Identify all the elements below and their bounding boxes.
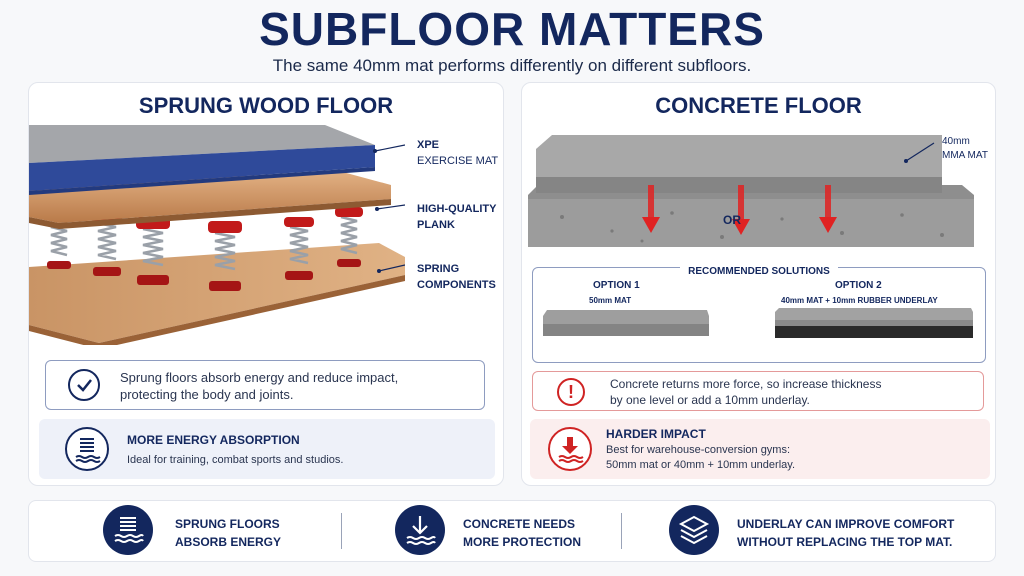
summary-divider	[341, 513, 342, 549]
layers-icon	[669, 505, 719, 555]
energy-absorption-text: Ideal for training, combat sports and st…	[127, 454, 344, 466]
harder-impact-title: HARDER IMPACT	[606, 427, 706, 441]
base-plank	[29, 243, 405, 343]
exclamation-icon: !	[557, 378, 585, 406]
option-mats	[543, 308, 973, 338]
label-plank: HIGH-QUALITY PLANK	[417, 203, 497, 231]
impact-icon	[548, 427, 592, 471]
label-spring: SPRING COMPONENTS	[417, 263, 496, 291]
label-xpe-mat: XPE EXERCISE MAT	[417, 139, 499, 167]
concrete-floor-panel: CONCRETE FLOOR 40mm MMA MAT RECOMMENDED …	[521, 82, 996, 486]
option1-sub: 50mm MAT	[589, 296, 632, 305]
concrete-illustration	[528, 135, 974, 247]
spring-icon	[103, 505, 153, 555]
harder-impact-line2: 50mm mat or 40mm + 10mm underlay.	[606, 459, 795, 471]
sprung-floor-illustration	[29, 125, 405, 345]
summary-concrete: CONCRETE NEEDS MORE PROTECTION	[463, 517, 582, 549]
sprung-wood-floor-title: SPRUNG WOOD FLOOR	[138, 93, 394, 118]
summary-bar: SPRUNG FLOORS ABSORB ENERGY CONCRETE NEE…	[28, 500, 996, 562]
down-arrow-icon	[395, 505, 445, 555]
concrete-info-line1: Concrete returns more force, so increase…	[610, 377, 882, 391]
xpe-exercise-mat	[29, 125, 375, 163]
or-label: OR	[723, 213, 741, 227]
sprung-wood-floor-panel: SPRUNG WOOD FLOOR	[28, 82, 504, 486]
sprung-info-line2: protecting the body and joints.	[120, 387, 294, 402]
option2-sub: 40mm MAT + 10mm RUBBER UNDERLAY	[781, 296, 938, 305]
checkmark-icon	[68, 369, 100, 401]
recommended-solutions-box: RECOMMENDED SOLUTIONS OPTION 1 50mm MAT …	[532, 266, 986, 363]
sprung-info-line1: Sprung floors absorb energy and reduce i…	[120, 370, 399, 385]
force-arrows	[642, 185, 837, 235]
label-mma-mat: 40mm MMA MAT	[942, 136, 988, 161]
recommended-solutions-title: RECOMMENDED SOLUTIONS	[680, 266, 838, 277]
energy-absorption-title: MORE ENERGY ABSORPTION	[127, 433, 300, 447]
summary-divider	[621, 513, 622, 549]
harder-impact-line1: Best for warehouse-conversion gyms:	[606, 444, 791, 456]
option2-title: OPTION 2	[835, 280, 882, 291]
sprung-info-box: Sprung floors absorb energy and reduce i…	[45, 360, 485, 410]
concrete-info-line2: by one level or add a 10mm underlay.	[610, 393, 810, 407]
harder-impact-box: HARDER IMPACT Best for warehouse-convers…	[530, 419, 990, 479]
rubber-underlay	[775, 326, 973, 338]
summary-sprung: SPRUNG FLOORS ABSORB ENERGY	[175, 517, 282, 549]
concrete-floor-title: CONCRETE FLOOR	[655, 93, 862, 118]
page-title: SUBFLOOR MATTERS	[259, 3, 765, 55]
summary-underlay: UNDERLAY CAN IMPROVE COMFORT WITHOUT REP…	[737, 517, 955, 549]
energy-absorption-box: MORE ENERGY ABSORPTION Ideal for trainin…	[39, 419, 495, 479]
page-subtitle: The same 40mm mat performs differently o…	[272, 56, 752, 75]
concrete-info-box: ! Concrete returns more force, so increa…	[532, 371, 984, 411]
spring-coil-icon	[65, 427, 109, 471]
option1-title: OPTION 1	[593, 280, 640, 291]
